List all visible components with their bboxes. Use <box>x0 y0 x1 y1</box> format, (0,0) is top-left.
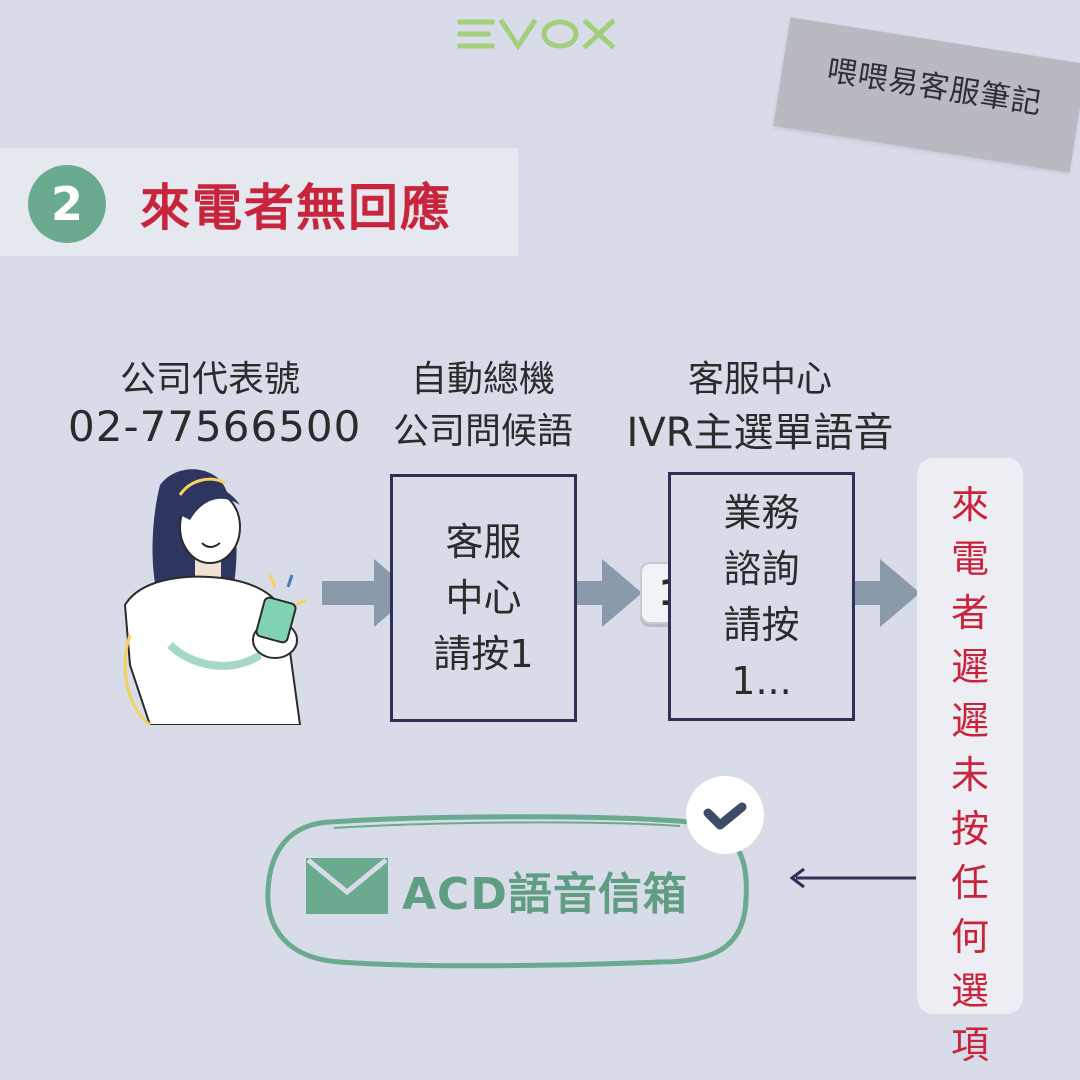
greeting-label: 公司問候語 <box>392 411 573 452</box>
acd-voicemail-label: ACD語音信箱 <box>402 869 688 920</box>
company-phone: 02-77566500 <box>68 402 362 451</box>
panel-char: 未 <box>950 753 989 797</box>
panel-char: 按 <box>950 807 989 851</box>
arrow-right-icon <box>550 559 642 627</box>
step-number-badge: 2 <box>28 165 106 243</box>
box-line: 請按1 <box>433 632 534 676</box>
panel-char: 來 <box>950 483 989 527</box>
panel-char: 遲 <box>950 699 989 743</box>
auto-attendant-label: 自動總機 <box>410 359 555 400</box>
check-badge <box>686 776 764 854</box>
panel-char: 者 <box>950 591 989 635</box>
no-input-panel <box>917 458 1023 1014</box>
no-input-text: 來 電 者 遲 遲 未 按 任 何 選 項 <box>917 478 1023 1072</box>
envelope-icon <box>306 858 388 914</box>
panel-char: 遲 <box>950 645 989 689</box>
arrow-left-icon <box>789 867 916 889</box>
company-label: 公司代表號 <box>119 359 300 400</box>
service-center-box: 客服 中心 請按1 <box>390 474 577 722</box>
ivr-menu-label: IVR主選單語音 <box>626 410 894 456</box>
box-line: 1... <box>731 658 792 703</box>
service-center-label: 客服中心 <box>687 359 832 400</box>
page-title: 來電者無回應 <box>140 179 452 237</box>
box-line: 請按 <box>723 602 800 647</box>
panel-char: 何 <box>950 915 989 959</box>
check-icon <box>703 802 747 830</box>
evox-logo <box>457 18 616 51</box>
acd-outline <box>265 814 749 969</box>
box-line: 諮詢 <box>723 546 800 591</box>
panel-char: 任 <box>950 861 989 905</box>
box-line: 中心 <box>445 576 522 620</box>
panel-char: 電 <box>950 537 989 581</box>
phone-user-illustration <box>123 469 307 725</box>
panel-char: 項 <box>950 1023 989 1067</box>
box-line: 業務 <box>723 490 800 535</box>
box-line: 客服 <box>445 520 522 564</box>
business-inquiry-box: 業務 諮詢 請按 1... <box>668 472 855 721</box>
panel-char: 選 <box>950 969 989 1013</box>
arrow-right-icon <box>830 559 920 627</box>
